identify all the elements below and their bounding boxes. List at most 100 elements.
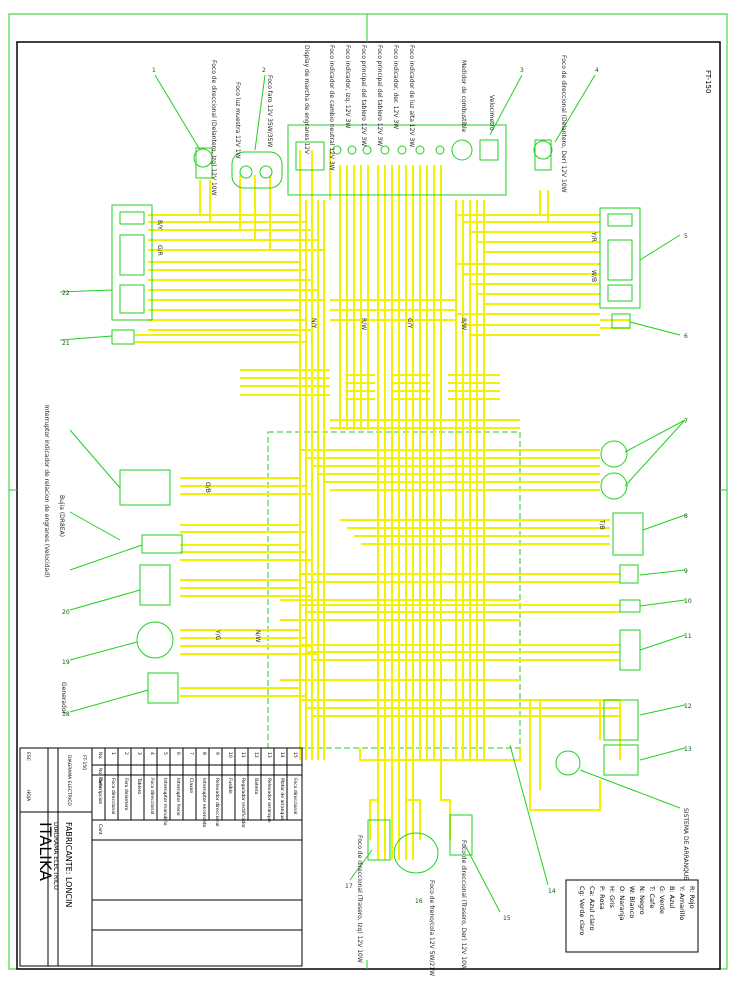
part-no: 4: [149, 752, 155, 755]
corner-model-tag: FT-150: [704, 70, 712, 93]
wire-code: G/Y: [406, 318, 413, 329]
wire-code: G/R: [156, 245, 163, 256]
callout-9: 9: [684, 568, 688, 575]
part-name: Interruptor manubrio: [162, 778, 168, 826]
part-no: 10: [227, 752, 233, 758]
legend-ca: Ca: Azul claro: [588, 886, 596, 931]
manufacturer-label: FABRICANTE: LONCIN: [64, 822, 73, 907]
label-rear-right-turn: Foco de direccional (Trasero, Der) 12V 1…: [460, 840, 467, 970]
battery: [603, 699, 639, 741]
label-left-indicator: Foco indicador, izq. 12V 3W: [344, 45, 351, 128]
callout-4: 4: [595, 67, 599, 74]
legend-g: G: Verde: [658, 886, 666, 914]
part-no: 1: [110, 752, 116, 755]
part-no: 11: [240, 752, 246, 758]
starter-motor: [555, 750, 581, 776]
part-no: 9: [214, 752, 220, 755]
callout-2: 2: [262, 67, 266, 74]
label-spark-plug: Bujia (DR8EA): [58, 495, 65, 537]
wire-code: O/B: [204, 482, 211, 493]
callout-18: 18: [62, 711, 70, 718]
front-right-turn-lamp: [533, 140, 553, 160]
label-dash-lamp-1: Foco principal del tablero 12V 3W: [360, 45, 367, 146]
brand-logo: ITALIKA: [36, 822, 55, 881]
label-pilot-lamp: Foco luz muestra 12V 1W: [234, 82, 241, 159]
wire-code: N/Y: [310, 318, 317, 329]
callout-1: 1: [152, 67, 156, 74]
callout-20: 20: [62, 609, 70, 616]
label-dash-lamp-2: Foco principal del tablero 12V 3W: [376, 45, 383, 146]
part-name: Fusible: [227, 778, 233, 794]
callout-21: 21: [62, 340, 70, 347]
callout-15: 15: [503, 915, 511, 922]
wire-code: W/B: [590, 270, 597, 282]
headlamp: [231, 151, 283, 189]
title-block-drawing-label: DIAGRAMA ELECTRICO: [66, 755, 72, 806]
callout-7: 7: [684, 418, 688, 425]
parts-header-desc: Descripcion: [97, 778, 103, 804]
callout-8: 8: [684, 513, 688, 520]
main-harness-boundary: [267, 431, 521, 749]
part-no: 15: [292, 752, 298, 758]
ignition-coil: [141, 534, 183, 554]
callout-6: 6: [684, 333, 688, 340]
starter-relay: [603, 744, 639, 776]
label-starting-system: SISTEMA DE ARRANQUE: [682, 808, 689, 880]
instrument-cluster: [287, 124, 507, 196]
left-handlebar-switch: [111, 204, 153, 321]
wire-code: B/W: [460, 318, 467, 330]
wire-code: R/W: [360, 318, 367, 330]
color-legend-box: [565, 879, 699, 953]
wire-code: B/Y: [156, 220, 163, 230]
rear-left-turn-lamp: [367, 819, 391, 861]
part-no: 5: [162, 752, 168, 755]
callout-17: 17: [345, 883, 353, 890]
part-name: Regulador rectificador: [240, 778, 246, 828]
front-brake-switch: [111, 329, 135, 345]
legend-cg: Cg: Verde claro: [578, 886, 586, 936]
pulser-coil: [147, 672, 179, 704]
callout-12: 12: [684, 703, 692, 710]
callout-13: 13: [684, 746, 692, 753]
cdi-unit: [139, 564, 171, 606]
spark-plug-cap: [119, 469, 171, 506]
legend-b: B: Azul: [668, 886, 676, 909]
part-no: 8: [201, 752, 207, 755]
parts-header-part: No. Parte: [97, 768, 103, 789]
part-no: 2: [123, 752, 129, 755]
label-neutral-lamp: Foco indicador de cambio neutral 12V 3W: [328, 45, 335, 171]
callout-11: 11: [684, 633, 692, 640]
components: [111, 124, 644, 874]
callout-3: 3: [520, 67, 524, 74]
part-no: 3: [136, 752, 142, 755]
rear-right-turn-lamp: [449, 814, 473, 856]
legend-h: H: Gris: [608, 886, 616, 909]
flasher-relay: [619, 564, 639, 584]
title-block-scale: ESC: [25, 752, 31, 761]
callout-5: 5: [684, 233, 688, 240]
label-right-indicator: Foco indicador, der. 12V 3W: [392, 45, 399, 129]
part-name: Bateria: [253, 778, 259, 794]
title-block: [19, 747, 303, 967]
part-name: Interruptor freno: [175, 778, 181, 816]
wire-harness: [135, 150, 630, 860]
regulator-rectifier: [619, 629, 641, 671]
callout-19: 19: [62, 659, 70, 666]
wire-code: Y/G: [214, 629, 221, 641]
generator: [136, 621, 174, 659]
label-rear-left-turn: Foco de direccional (Trasero, Izq) 12V 1…: [356, 835, 363, 963]
title-block-sheet: HOJA: [25, 790, 31, 802]
label-front-right-turn: Foco de direccional (Delantero, Der) 12V…: [560, 55, 567, 193]
right-handlebar-switch: [599, 207, 641, 309]
rear-brake-switch: [611, 313, 631, 329]
horn-2: [600, 472, 628, 500]
part-no: 12: [253, 752, 259, 758]
ignition-switch: [612, 512, 644, 556]
label-gear-display: Display de marcha de engranes 12V: [303, 45, 310, 155]
part-no: 14: [279, 752, 285, 758]
label-fuel-gauge: Medidor de combustible: [460, 60, 467, 133]
part-name: Foco direccional: [292, 778, 298, 814]
callout-22: 22: [62, 290, 70, 297]
legend-w: W: Blanco: [628, 886, 636, 918]
horn-1: [600, 440, 628, 468]
